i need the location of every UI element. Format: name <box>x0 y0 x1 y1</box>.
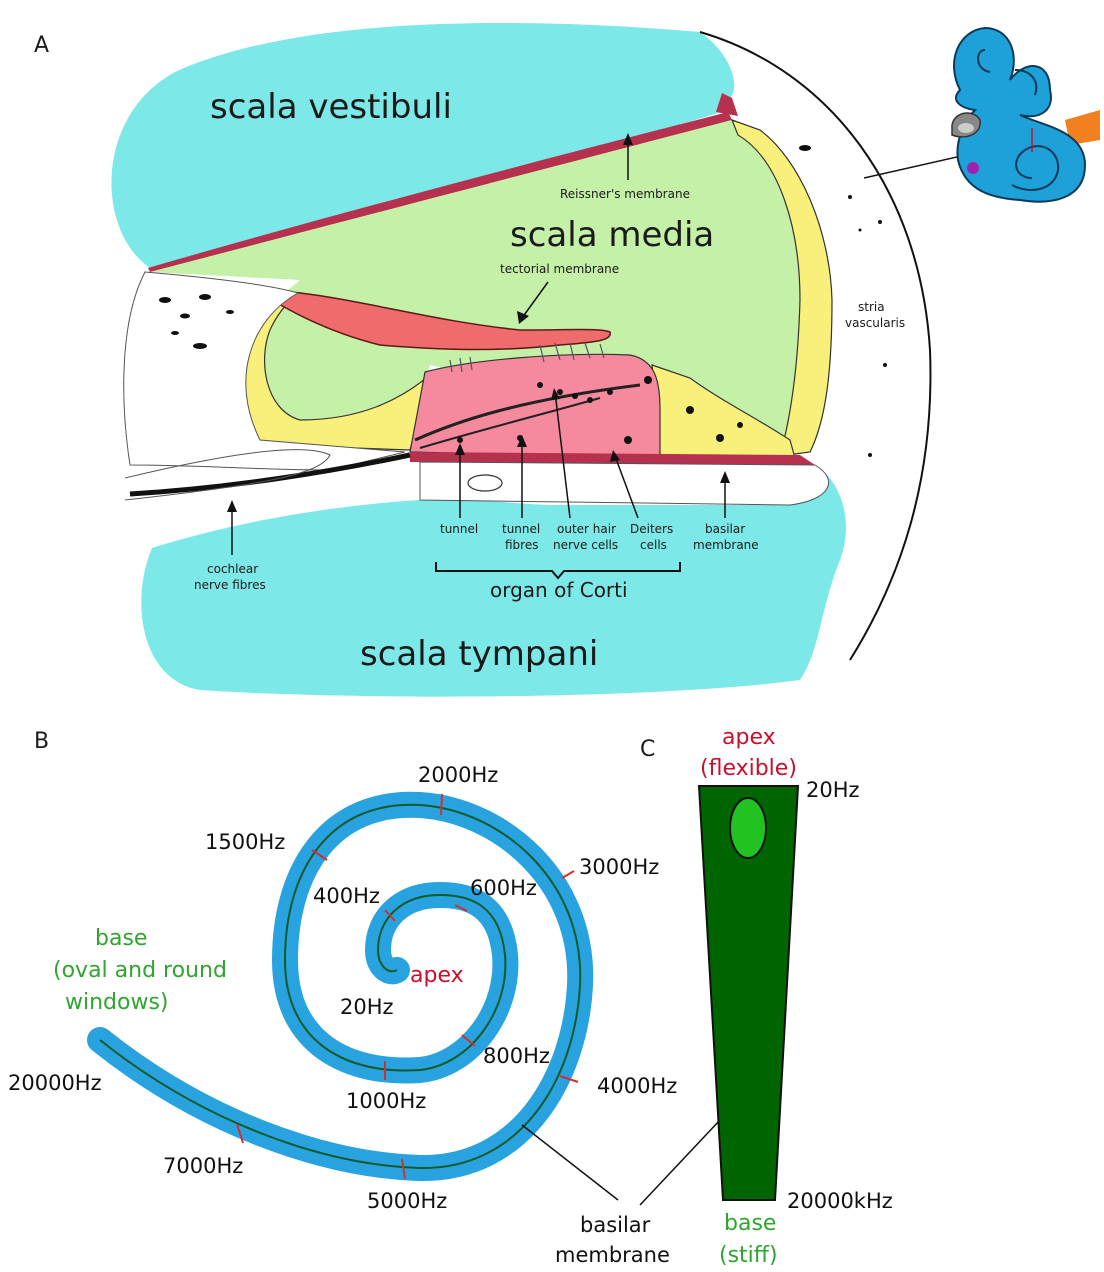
label-basilar-b-2: membrane <box>555 1243 670 1267</box>
label-cochlear-1: cochlear <box>207 562 258 576</box>
tympani-vessel <box>468 475 502 491</box>
label-deiters-2: cells <box>640 538 667 552</box>
label-base-3: windows) <box>65 990 169 1015</box>
pointer-basilar-strip <box>640 1120 720 1205</box>
panel-c-letter: C <box>640 737 655 762</box>
label-base: base <box>95 926 147 951</box>
label-stria-2: vascularis <box>845 316 905 330</box>
label-tectorial-membrane: tectorial membrane <box>500 262 619 276</box>
freq-400: 400Hz <box>313 884 380 908</box>
panel-b-letter: B <box>34 729 49 754</box>
label-outer-hair-1: outer hair <box>557 522 616 536</box>
label-reissners-membrane: Reissner's membrane <box>560 187 690 201</box>
freq-20000: 20000Hz <box>8 1071 102 1095</box>
freq-2000: 2000Hz <box>418 763 498 787</box>
cochlear-spiral <box>100 805 580 1168</box>
freq-5000: 5000Hz <box>367 1189 447 1213</box>
label-scala-vestibuli: scala vestibuli <box>210 87 452 127</box>
freq-20: 20Hz <box>340 995 394 1019</box>
label-deiters-1: Deiters <box>630 522 673 536</box>
label-scala-media: scala media <box>510 215 714 255</box>
freq-1500: 1500Hz <box>205 830 285 854</box>
label-base-c-1: base <box>724 1211 776 1236</box>
label-basilar-b-1: basilar <box>580 1213 651 1237</box>
label-basilar-2: membrane <box>693 538 759 552</box>
flexible-apex-region <box>730 798 766 858</box>
label-organ-of-corti: organ of Corti <box>490 578 628 602</box>
panel-a-letter: A <box>34 33 49 58</box>
label-apex-c-2: (flexible) <box>700 756 797 781</box>
freq-600: 600Hz <box>470 876 537 900</box>
label-cochlear-2: nerve fibres <box>194 578 266 592</box>
freq-1000: 1000Hz <box>346 1089 426 1113</box>
label-outer-hair-2: nerve cells <box>553 538 618 552</box>
inner-ear-inset <box>864 28 1100 202</box>
label-base-2: (oval and round <box>53 958 227 983</box>
pointer-basilar-spiral <box>522 1125 618 1200</box>
freq-4000: 4000Hz <box>597 1074 677 1098</box>
label-tunnel: tunnel <box>440 522 478 536</box>
label-basilar-1: basilar <box>705 522 745 536</box>
freq-800: 800Hz <box>483 1044 550 1068</box>
label-scala-tympani: scala tympani <box>360 634 598 674</box>
freq-3000: 3000Hz <box>579 855 659 879</box>
label-tunnel-fibres-2: fibres <box>505 538 538 552</box>
label-apex-c-1: apex <box>722 725 776 750</box>
label-c-top-freq: 20Hz <box>806 778 860 802</box>
label-apex-spiral: apex <box>410 963 464 988</box>
freq-7000: 7000Hz <box>163 1154 243 1178</box>
label-base-c-2: (stiff) <box>719 1243 778 1268</box>
organ-of-corti-shape <box>410 354 660 458</box>
label-stria-1: stria <box>858 300 885 314</box>
label-c-bottom-freq: 20000kHz <box>787 1189 893 1213</box>
label-tunnel-fibres-1: tunnel <box>502 522 540 536</box>
